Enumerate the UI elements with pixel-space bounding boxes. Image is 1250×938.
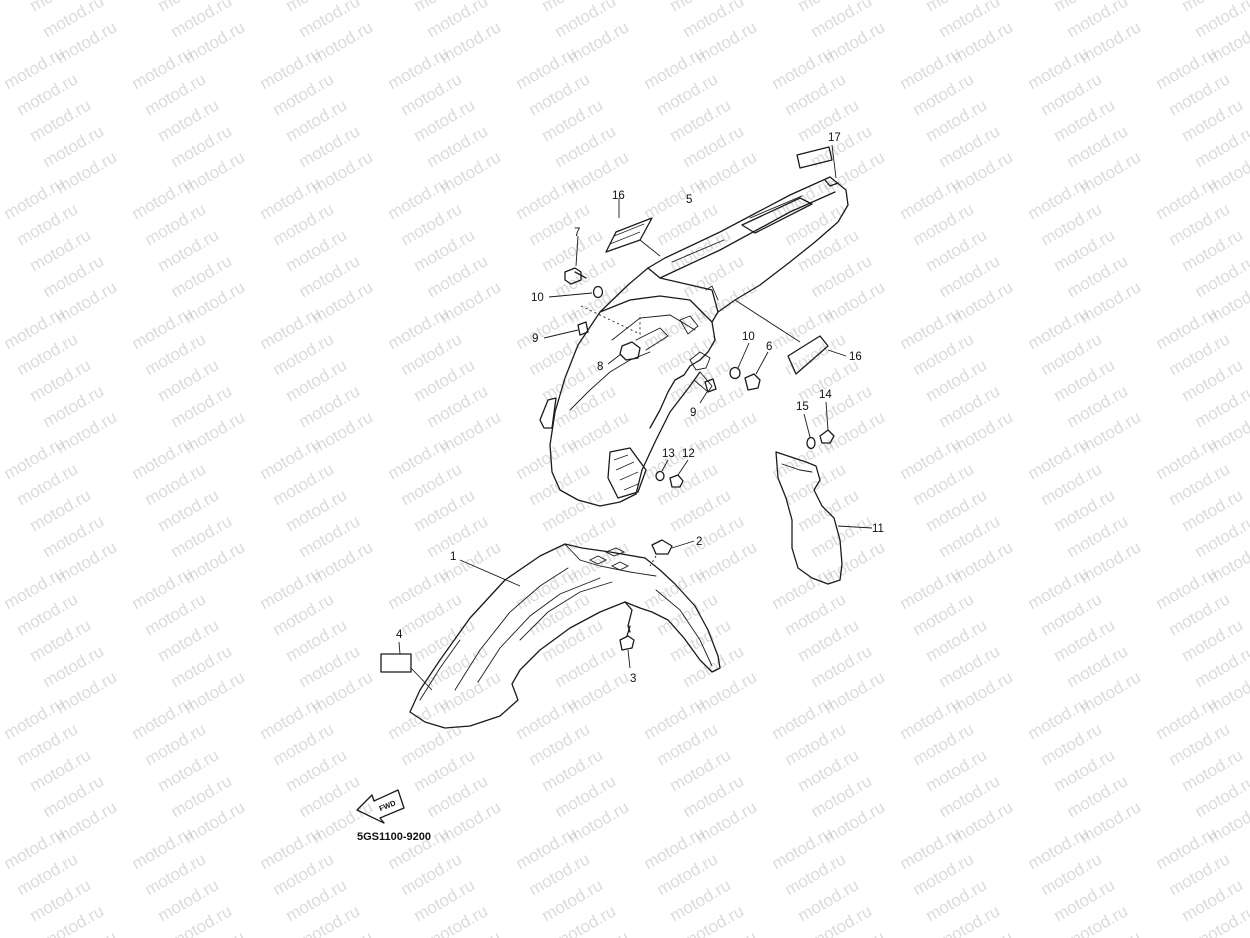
part-2-grommet bbox=[649, 539, 695, 567]
part-1-front-fender bbox=[409, 543, 721, 729]
callout-4: 4 bbox=[396, 629, 403, 641]
part-17-decal bbox=[796, 144, 837, 179]
part-6-bolt bbox=[744, 351, 769, 391]
callout-16-right: 16 bbox=[849, 351, 862, 363]
callout-7: 7 bbox=[574, 227, 580, 239]
part-3-bolt bbox=[619, 625, 635, 669]
callout-9-lower: 9 bbox=[690, 407, 696, 419]
part-16-decal-right bbox=[734, 299, 847, 375]
part-12-bolt bbox=[669, 459, 689, 488]
part-13-collar bbox=[655, 459, 669, 482]
part-9-nut-lower bbox=[699, 378, 717, 404]
part-10-collar-upper bbox=[548, 285, 604, 299]
diagram-code: 5GS1100-9200 bbox=[357, 831, 431, 843]
callout-12: 12 bbox=[682, 448, 695, 460]
callout-16-left: 16 bbox=[612, 190, 625, 202]
part-16-decal-left bbox=[605, 198, 661, 257]
part-8-grommet bbox=[607, 341, 641, 365]
part-14-screw bbox=[819, 401, 835, 444]
callout-17: 17 bbox=[828, 132, 841, 144]
part-rear-fender-body bbox=[539, 267, 716, 507]
callout-10-lower: 10 bbox=[742, 331, 755, 343]
part-15-collar bbox=[803, 413, 816, 450]
callout-5: 5 bbox=[686, 194, 692, 206]
callout-11: 11 bbox=[872, 523, 884, 535]
callout-3: 3 bbox=[630, 673, 636, 685]
callout-15: 15 bbox=[796, 401, 809, 413]
callout-14: 14 bbox=[819, 389, 832, 401]
part-11-mud-flap bbox=[775, 451, 873, 585]
part-10-collar-lower bbox=[729, 342, 750, 380]
callout-8: 8 bbox=[597, 361, 603, 373]
callout-9-upper: 9 bbox=[532, 333, 538, 345]
part-5-rear-fender-tail bbox=[647, 176, 849, 323]
part-4-decal bbox=[380, 641, 433, 691]
callout-2: 2 bbox=[696, 536, 702, 548]
callout-1: 1 bbox=[450, 551, 456, 563]
part-7-bolt bbox=[564, 235, 587, 285]
part-9-nut-upper bbox=[543, 321, 589, 339]
callout-13: 13 bbox=[662, 448, 675, 460]
callout-10-upper: 10 bbox=[531, 292, 544, 304]
fwd-label: FWD bbox=[378, 798, 398, 813]
callout-6: 6 bbox=[766, 341, 772, 353]
